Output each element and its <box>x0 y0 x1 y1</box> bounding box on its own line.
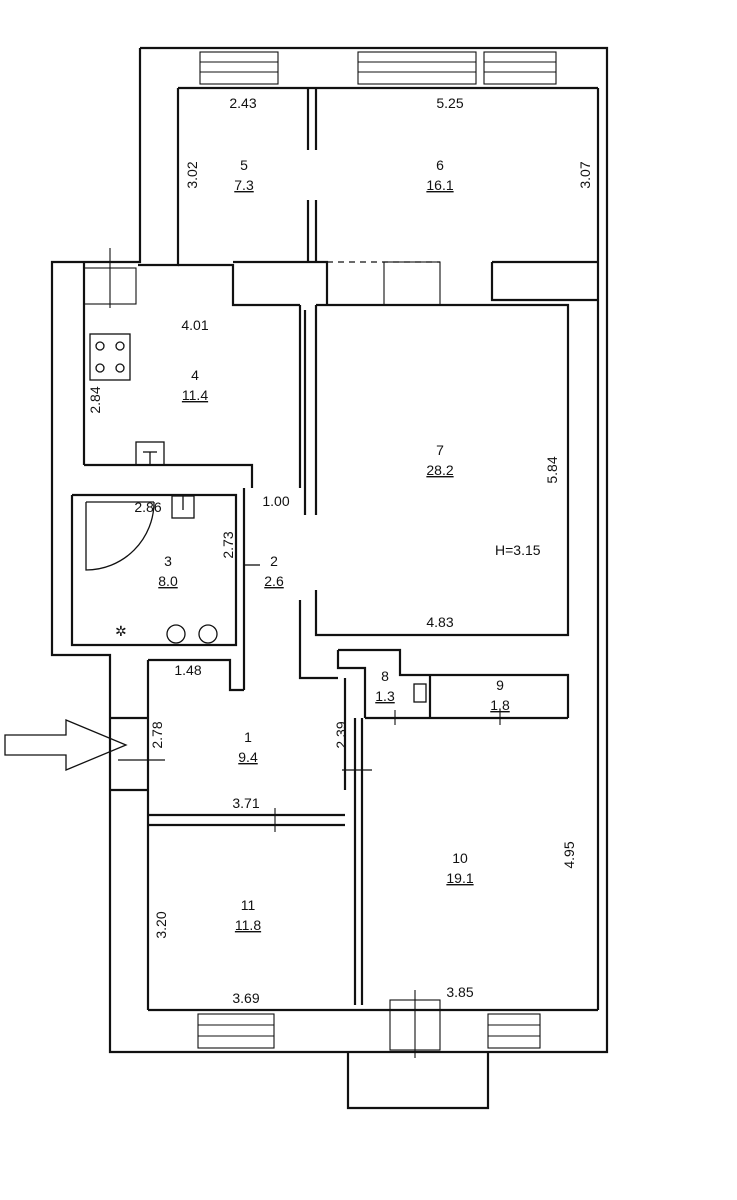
dim-r3-width: 2.86 <box>134 499 161 515</box>
room-7-area: 28.2 <box>426 462 453 478</box>
entrance-arrow-icon <box>4 719 128 771</box>
dim-r2-width: 1.00 <box>262 493 289 509</box>
dim-r1-top: 1.48 <box>174 662 201 678</box>
dim-r10-height: 4.95 <box>561 841 577 868</box>
room-4-number: 4 <box>191 367 199 383</box>
dim-r11-width: 3.69 <box>232 990 259 1006</box>
partition-5-6 <box>306 88 318 262</box>
svg-text:✲: ✲ <box>115 623 127 639</box>
dim-r7-width: 4.83 <box>426 614 453 630</box>
outer-walls <box>50 46 609 1054</box>
dimension-labels: 2.43 5.25 3.02 3.07 4.01 2.84 5.84 4.83 … <box>87 95 593 1006</box>
balcony <box>346 1052 490 1110</box>
dim-r5-width: 2.43 <box>229 95 256 111</box>
dim-r4-width: 4.01 <box>181 317 208 333</box>
room-8-number: 8 <box>381 668 389 684</box>
dim-r6-width: 5.25 <box>436 95 463 111</box>
room-6-number: 6 <box>436 157 444 173</box>
room-10-area: 19.1 <box>446 870 473 886</box>
room-7-number: 7 <box>436 442 444 458</box>
room-6-area: 16.1 <box>426 177 453 193</box>
room-11-number: 11 <box>241 897 256 913</box>
room-4-walls <box>82 248 302 488</box>
dim-r1-height: 2.78 <box>149 721 165 748</box>
dim-r3-height: 2.73 <box>220 531 236 558</box>
sink-icon <box>135 441 165 466</box>
room-1-walls <box>110 660 372 1010</box>
dim-r7-height: 5.84 <box>544 456 560 483</box>
stove-icon <box>89 333 131 381</box>
bathroom-fixtures-icon: ✲ <box>115 623 218 646</box>
dim-r5-height: 3.02 <box>184 161 200 188</box>
dim-r4-height: 2.84 <box>87 386 103 413</box>
room-8-9-walls <box>336 648 570 725</box>
room-9-number: 9 <box>496 677 504 693</box>
windows-bottom <box>197 990 541 1058</box>
room-3-walls <box>70 488 260 690</box>
dim-r6-height: 3.07 <box>577 161 593 188</box>
dim-r10-width: 3.85 <box>446 984 473 1000</box>
room-labels: 5 7.3 6 16.1 4 11.4 7 28.2 3 8.0 2 2.6 8… <box>158 157 510 933</box>
dim-r1-width: 3.71 <box>232 795 259 811</box>
dim-r11-height: 3.20 <box>153 911 169 938</box>
ceiling-height: H=3.15 <box>495 542 541 558</box>
room-1-number: 1 <box>244 729 252 745</box>
room-5-number: 5 <box>240 157 248 173</box>
room-2-number: 2 <box>270 553 278 569</box>
room-8-area: 1.3 <box>375 688 395 704</box>
wall-6-7 <box>178 260 598 307</box>
room-1-area: 9.4 <box>238 749 258 765</box>
room-2-area: 2.6 <box>264 573 284 589</box>
room-3-number: 3 <box>164 553 172 569</box>
room-5-area: 7.3 <box>234 177 254 193</box>
room-9-area: 1.8 <box>490 697 510 713</box>
dim-r1-side: 2.39 <box>333 721 349 748</box>
room-2-walls <box>148 600 338 692</box>
room-3-area: 8.0 <box>158 573 178 589</box>
room-10-number: 10 <box>452 850 468 866</box>
room-4-area: 11.4 <box>182 387 208 403</box>
room-11-area: 11.8 <box>235 917 261 933</box>
room-7-walls <box>303 303 570 637</box>
windows-top <box>199 51 557 85</box>
